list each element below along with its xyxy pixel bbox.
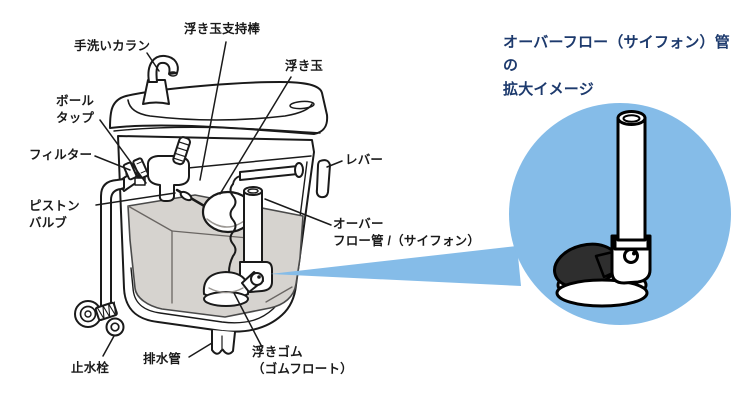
supply-pipe-part	[74, 178, 125, 337]
drain-pipe-part	[211, 329, 236, 355]
refill-hose	[172, 136, 191, 166]
callout-tail	[270, 246, 521, 286]
rubber-float-part	[202, 183, 264, 307]
label-hand-wash-faucet: 手洗いカラン	[74, 39, 151, 53]
label-overflow-pipe: オーバー フロー管 /（サイフォン）	[333, 217, 481, 248]
lever-part	[232, 159, 331, 199]
label-filter: フィルター	[29, 148, 93, 162]
float-ball-part	[175, 188, 255, 234]
label-drain-pipe: 排水管	[143, 352, 182, 366]
inset-callout	[270, 103, 731, 325]
tank-lid	[109, 54, 329, 135]
stop-valve-part	[74, 300, 125, 337]
label-piston-valve: ピストン バルブ	[29, 199, 80, 230]
label-ball-tap: ボール タップ	[56, 94, 95, 125]
overflow-pipe-inset-illustration	[553, 110, 652, 308]
label-float-ball: 浮き玉	[285, 59, 324, 73]
hand-wash-faucet-part	[142, 54, 179, 105]
label-float-rubber: 浮きゴム （ゴムフロート）	[252, 345, 353, 376]
inset-title: オーバーフロー（サイフォン）管の 拡大イメージ	[503, 34, 730, 98]
tank-illustration	[74, 54, 331, 355]
label-lever: レバー	[345, 153, 384, 167]
ball-tap-assembly	[117, 136, 191, 202]
label-float-ball-rod: 浮き玉支持棒	[184, 22, 261, 36]
label-stop-valve: 止水栓	[71, 361, 110, 375]
filter-part	[122, 157, 149, 181]
leader-lines	[94, 41, 343, 358]
